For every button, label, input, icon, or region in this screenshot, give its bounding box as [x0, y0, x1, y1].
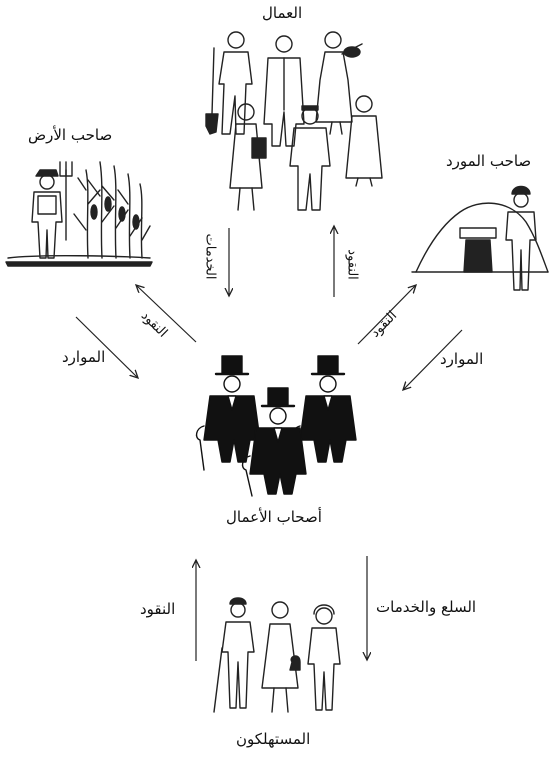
miner-at-mine-icon — [411, 185, 549, 291]
label-landowner: صاحب الأرض — [28, 126, 113, 144]
label-money-from-consumers: النقود — [140, 600, 176, 618]
label-workers: العمال — [262, 4, 303, 22]
label-resources-from-landowner: الموارد — [62, 348, 106, 366]
businessmen-top-hats-icon — [195, 355, 357, 497]
arrow-money-to-supplier — [357, 285, 416, 345]
label-money-up-workers: النقود — [344, 249, 360, 280]
label-goods-services: السلع والخدمات — [376, 598, 477, 616]
farmer-with-pitchfork-icon — [5, 161, 153, 267]
label-resources-from-supplier: الموارد — [440, 350, 484, 368]
arrow-money-to-landowner — [136, 285, 197, 343]
label-supplier: صاحب المورد — [446, 152, 532, 170]
label-services-down: الخدمات — [202, 233, 218, 280]
label-consumers: المستهلكون — [236, 730, 311, 748]
label-business-owners: أصحاب الأعمال — [226, 508, 322, 526]
arrow-resources-from-landowner — [75, 316, 138, 378]
group-of-consumers-icon — [213, 597, 341, 713]
arrow-resources-from-supplier — [403, 329, 463, 390]
group-of-workers-icon — [205, 31, 383, 211]
